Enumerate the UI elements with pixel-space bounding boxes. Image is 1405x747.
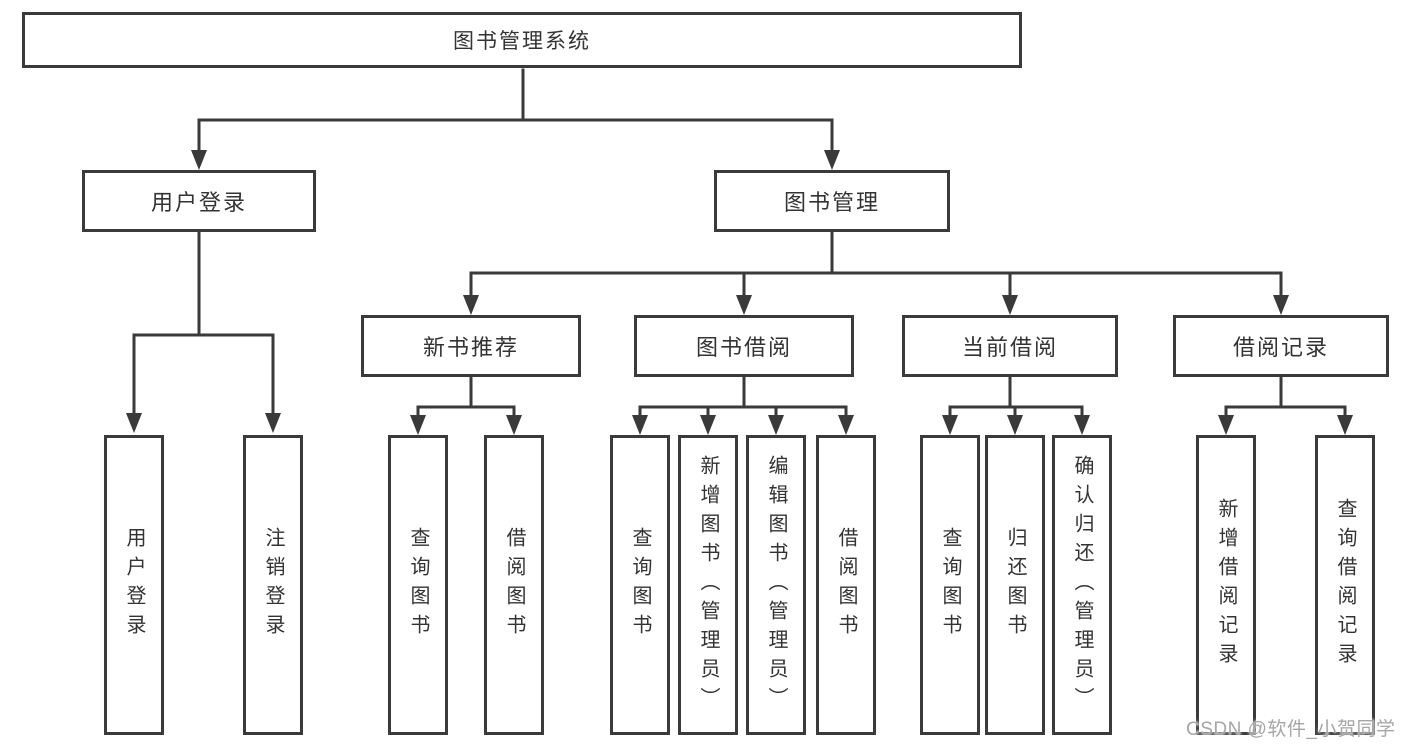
leaf-borrow-books-2: 借阅图书 xyxy=(816,435,876,735)
connector-login xyxy=(132,230,275,417)
leaf-label: 查询图书 xyxy=(629,527,651,643)
leaf-label: 归还图书 xyxy=(1004,527,1026,643)
node-borrowing-records: 借阅记录 xyxy=(1173,315,1389,377)
node-label: 当前借阅 xyxy=(961,335,1058,360)
leaf-label: 用户登录 xyxy=(123,527,145,643)
connector-current-borrow xyxy=(948,375,1084,419)
node-new-book-recommend: 新书推荐 xyxy=(361,315,581,377)
node-label: 新书推荐 xyxy=(422,335,519,360)
leaf-query-borrow-record: 查询借阅记录 xyxy=(1315,435,1375,735)
leaf-label: 查询图书 xyxy=(939,527,961,643)
node-label: 用户登录 xyxy=(150,190,247,215)
leaf-label: 确认归还（管理员） xyxy=(1071,454,1093,716)
node-label: 图书管理系统 xyxy=(453,30,591,53)
leaf-query-books-2: 查询图书 xyxy=(610,435,670,735)
connector-records xyxy=(1224,375,1347,419)
leaf-add-borrow-record: 新增借阅记录 xyxy=(1196,435,1256,735)
leaf-label: 查询借阅记录 xyxy=(1334,498,1356,672)
leaf-label: 新增借阅记录 xyxy=(1215,498,1237,672)
leaf-add-book-admin: 新增图书（管理员） xyxy=(678,435,738,735)
leaf-borrow-books-1: 借阅图书 xyxy=(484,435,544,735)
leaf-confirm-return-admin: 确认归还（管理员） xyxy=(1052,435,1112,735)
leaf-label: 查询图书 xyxy=(407,527,429,643)
leaf-label: 新增图书（管理员） xyxy=(697,454,719,716)
node-label: 图书管理 xyxy=(783,190,880,215)
node-label: 图书借阅 xyxy=(695,335,792,360)
leaf-query-books-1: 查询图书 xyxy=(388,435,448,735)
node-library-management-system: 图书管理系统 xyxy=(22,12,1022,68)
leaf-query-books-3: 查询图书 xyxy=(920,435,980,735)
node-book-management: 图书管理 xyxy=(714,170,950,232)
connector-new-book xyxy=(416,375,516,419)
leaf-label: 编辑图书（管理员） xyxy=(765,454,787,716)
leaf-label: 注销登录 xyxy=(262,527,284,643)
connector-book-borrow xyxy=(638,375,848,419)
node-label: 借阅记录 xyxy=(1232,335,1329,360)
leaf-edit-book-admin: 编辑图书（管理员） xyxy=(746,435,806,735)
leaf-return-book: 归还图书 xyxy=(985,435,1045,735)
leaf-label: 借阅图书 xyxy=(835,527,857,643)
watermark: CSDN @软件_小贺同学 xyxy=(1186,719,1396,740)
leaf-logout: 注销登录 xyxy=(243,435,303,735)
node-book-borrowing: 图书借阅 xyxy=(634,315,854,377)
leaf-user-login: 用户登录 xyxy=(104,435,164,735)
connector-lines xyxy=(132,68,1347,419)
leaf-label: 借阅图书 xyxy=(503,527,525,643)
node-user-login: 用户登录 xyxy=(82,170,316,232)
node-current-borrowing: 当前借阅 xyxy=(902,315,1118,377)
connector-manage xyxy=(469,230,1283,299)
connector-root xyxy=(197,68,834,154)
